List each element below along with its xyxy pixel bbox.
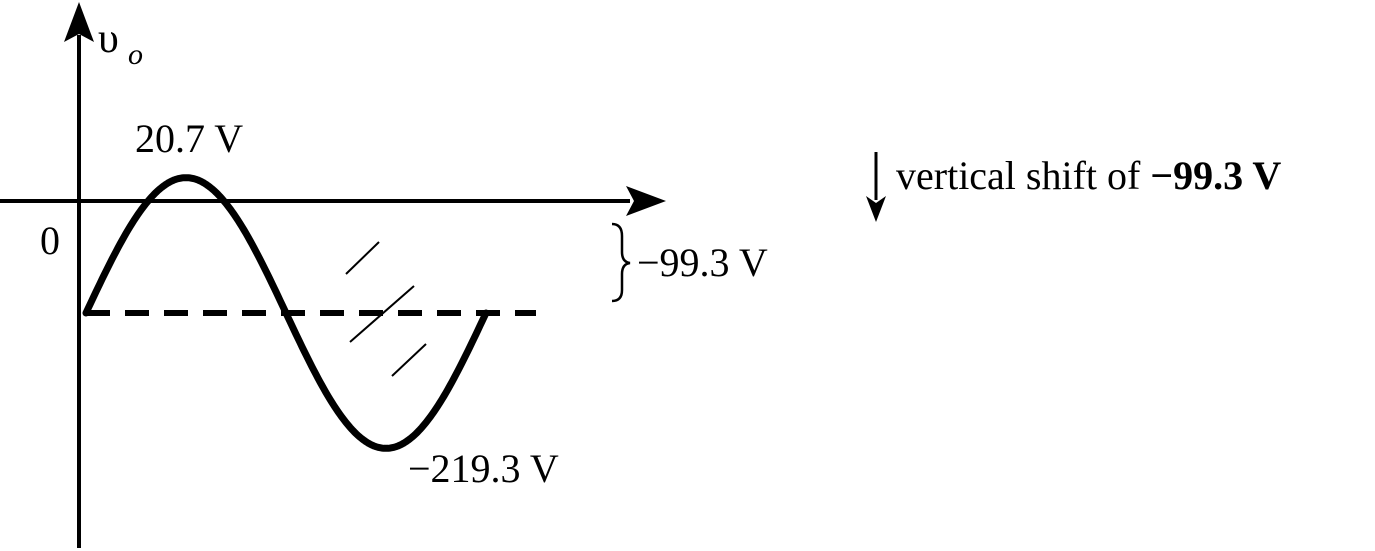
vertical-shift-value: −99.3 V	[1150, 153, 1281, 198]
vertical-shift-caption: vertical shift of −99.3 V	[896, 153, 1281, 198]
vertical-shift-prefix: vertical shift of	[896, 153, 1150, 198]
y-axis-arrowhead	[64, 2, 94, 42]
shift-arrow-head	[866, 196, 886, 222]
trough-voltage-label: −219.3 V	[408, 446, 559, 491]
offset-voltage-label: −99.3 V	[637, 240, 768, 285]
peak-voltage-label: 20.7 V	[135, 116, 243, 161]
y-axis-symbol: υ	[98, 16, 119, 62]
sine-waveform	[82, 174, 490, 452]
hatch-line	[349, 285, 415, 343]
hatch-line	[345, 241, 380, 275]
x-axis-arrowhead	[626, 186, 666, 216]
origin-label: 0	[40, 218, 60, 263]
hatch-line	[391, 343, 427, 377]
y-axis-subscript: o	[128, 38, 143, 71]
offset-brace	[611, 222, 631, 303]
